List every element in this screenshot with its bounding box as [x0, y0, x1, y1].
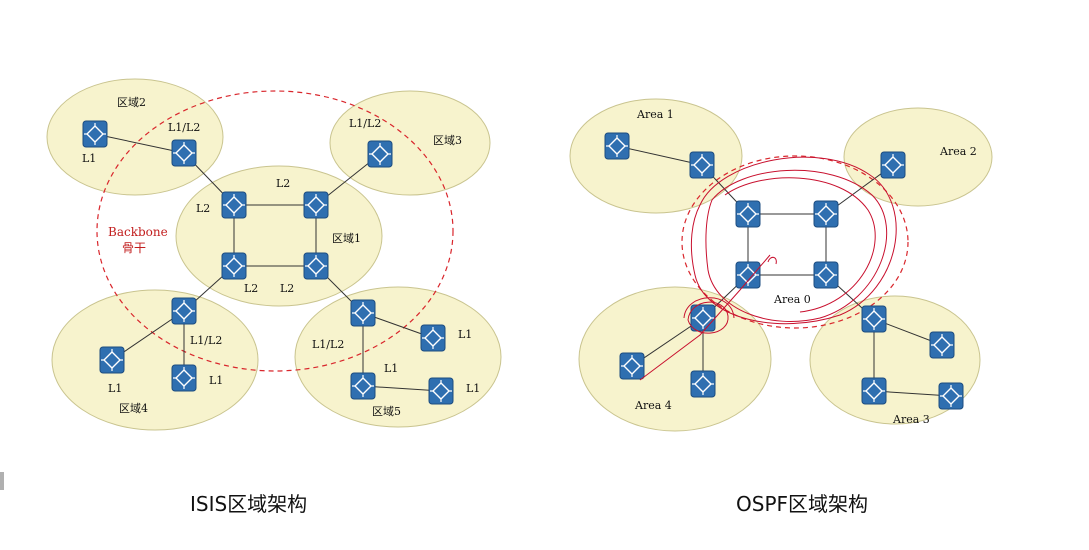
- router-icon: [880, 151, 906, 179]
- router-icon: [420, 324, 446, 352]
- router-icon: [604, 132, 630, 160]
- link-level-label: L2: [244, 282, 258, 295]
- link-level-label: L1/L2: [190, 334, 222, 347]
- router-icon: [861, 377, 887, 405]
- router-icon: [367, 140, 393, 168]
- router-icon: [813, 261, 839, 289]
- router-icon: [619, 352, 645, 380]
- router-icon: [221, 191, 247, 219]
- link-level-label: L1: [209, 374, 223, 387]
- ospf-area-3: [809, 295, 981, 425]
- ospf-area-label: Area 1: [636, 108, 674, 121]
- isis-area-label: 区域1: [332, 232, 361, 245]
- router-icon: [82, 120, 108, 148]
- router-icon: [303, 252, 329, 280]
- link-level-label: L1/L2: [349, 117, 381, 130]
- ospf-area-label: Area 0: [773, 293, 811, 306]
- isis-area-label: 区域5: [372, 405, 401, 418]
- ospf-area-1: [569, 98, 743, 214]
- router-icon: [813, 200, 839, 228]
- router-icon: [428, 377, 454, 405]
- backbone-label: Backbone: [108, 225, 168, 239]
- link-level-label: L1: [108, 382, 122, 395]
- link-level-label: L1/L2: [312, 338, 344, 351]
- router-icon: [735, 200, 761, 228]
- link-level-label: L2: [280, 282, 294, 295]
- isis-area-label: 区域3: [433, 134, 462, 147]
- annotation-scribbles: [639, 156, 897, 381]
- router-icon: [99, 346, 125, 374]
- router-icon: [690, 370, 716, 398]
- ospf-area-label: Area 4: [634, 399, 672, 412]
- link-level-label: L1: [466, 382, 480, 395]
- router-icon: [171, 364, 197, 392]
- router-icon: [171, 139, 197, 167]
- backbone-label-cn: 骨干: [122, 241, 146, 255]
- link-level-label: L2: [276, 177, 290, 190]
- router-icon: [690, 304, 716, 332]
- ospf-caption: OSPF区域架构: [736, 492, 869, 516]
- link-level-label: L1/L2: [168, 121, 200, 134]
- ospf-area-4: [578, 286, 772, 432]
- isis-caption: ISIS区域架构: [190, 492, 308, 516]
- router-icon: [929, 331, 955, 359]
- ospf-diagram: Area 1 Area 2 Area 0 Area 4 Area 3: [569, 98, 993, 432]
- ospf-area-2: [843, 107, 993, 207]
- isis-area-4: [51, 289, 259, 431]
- router-icon: [861, 305, 887, 333]
- router-icon: [689, 151, 715, 179]
- isis-diagram: 区域2 区域3 区域1 区域4 区域5 Backbone 骨干 L1/L2 L1…: [46, 78, 502, 431]
- link-level-label: L1: [82, 152, 96, 165]
- router-icon: [303, 191, 329, 219]
- ospf-area-0-boundary: [681, 155, 909, 329]
- router-icon: [735, 261, 761, 289]
- link-level-label: L1: [384, 362, 398, 375]
- link-level-label: L2: [196, 202, 210, 215]
- isis-area-3: [329, 90, 491, 196]
- isis-area-label: 区域2: [117, 96, 146, 109]
- isis-area-label: 区域4: [119, 402, 148, 415]
- router-icon: [350, 299, 376, 327]
- router-icon: [350, 372, 376, 400]
- ospf-area-label: Area 3: [892, 413, 930, 426]
- ospf-area-label: Area 2: [939, 145, 977, 158]
- left-edge-marker: [0, 472, 4, 490]
- router-icon: [938, 382, 964, 410]
- isis-backbone-boundary: [96, 90, 454, 372]
- router-icon: [171, 297, 197, 325]
- router-icon: [221, 252, 247, 280]
- link-level-label: L1: [458, 328, 472, 341]
